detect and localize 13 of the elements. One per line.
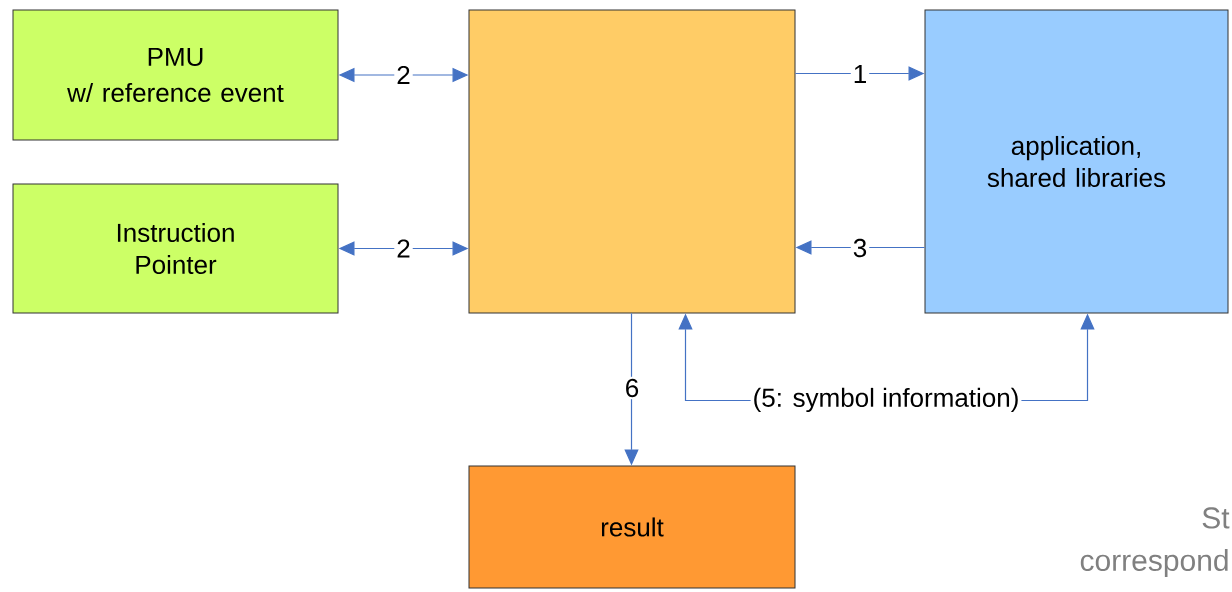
- edge-label: 2: [394, 237, 413, 260]
- caption-text: correspond: [1080, 549, 1228, 577]
- edge-label: 2: [394, 63, 413, 87]
- caption-text: St: [1202, 507, 1230, 529]
- process-box: PMU w/ reference event: [12, 9, 339, 141]
- process-box: Instruction Pointer: [12, 183, 339, 314]
- edge-label: 3: [850, 236, 870, 260]
- edge-label: 1: [850, 63, 870, 85]
- edge-label: 6: [622, 376, 642, 400]
- edge-label: (5: symbol information): [750, 385, 1022, 415]
- process-box: application, shared libraries: [924, 9, 1229, 314]
- process-box: [468, 9, 796, 314]
- process-box: result: [468, 465, 796, 589]
